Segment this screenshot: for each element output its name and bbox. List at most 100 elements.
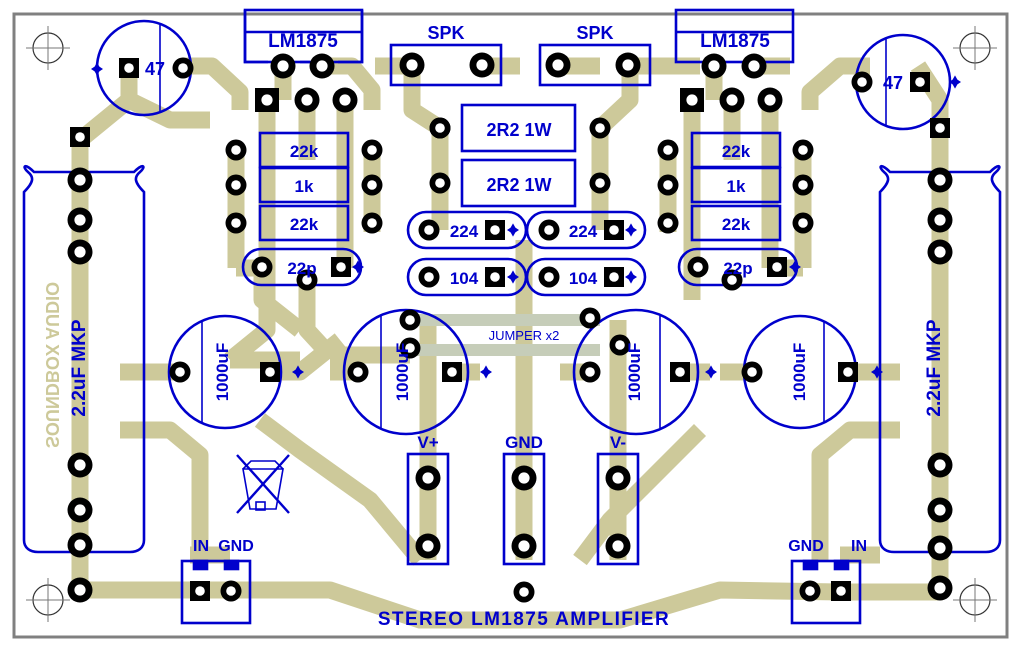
pad-22k-r2-b — [792, 212, 814, 234]
connector-outline-input-left — [180, 559, 252, 625]
pad-lm1875-left-4 — [294, 87, 320, 113]
cap-outline-1000uf-2 — [342, 308, 470, 436]
pad-lm1875-left-3 — [255, 88, 279, 112]
pad-22p-right-a — [687, 256, 709, 278]
spk-outline-right — [538, 43, 652, 87]
spk-label-right: SPK — [576, 23, 613, 43]
pad-22p-left-b — [331, 257, 351, 277]
pad-1k-l-a — [225, 174, 247, 196]
pad-22k-l1-b — [361, 139, 383, 161]
cap-label-mkp-right: 2.2uF MKP — [924, 319, 945, 416]
cap-label-1000uf-3: 1000uF — [625, 343, 644, 402]
cap-label-224-b: 224 — [569, 222, 598, 241]
pad-mkp-left-7 — [67, 577, 93, 603]
ic-label-lm1875-left: LM1875 — [268, 31, 338, 52]
connector-label-input-right-gnd: GND — [788, 538, 824, 555]
pad-mkp-left-top — [70, 127, 90, 147]
pad-22k-l2-a — [225, 212, 247, 234]
resistor-label-22k-l2: 22k — [290, 215, 319, 234]
terminal-outline-gnd — [502, 452, 546, 566]
pad-jumper-2a — [579, 307, 601, 329]
cap-outline-mkp-left — [22, 164, 146, 554]
pad-47-left-plus — [119, 58, 139, 78]
pad-1000uf-2-plus — [442, 362, 462, 382]
power-terminal-vplus[interactable] — [408, 454, 448, 564]
pad-2r2-bottom-b — [589, 172, 611, 194]
pad-mkp-right-2 — [927, 207, 953, 233]
pad-224-a-1 — [418, 219, 440, 241]
pad-mkp-left-6 — [67, 532, 93, 558]
connector-label-input-left-gnd: GND — [218, 538, 254, 555]
resistor-outline-1k-r — [690, 166, 782, 204]
resistor-label-22k-r2: 22k — [722, 215, 751, 234]
spk-terminal-right[interactable] — [540, 45, 650, 85]
power-terminal-vminus[interactable] — [598, 454, 638, 564]
connector-label-input-left-in: IN — [193, 538, 209, 555]
pad-1000uf-3-minus — [579, 361, 601, 383]
pad-22k-r2-a — [657, 212, 679, 234]
cap-label-22p-right: 22p — [723, 259, 752, 278]
connector-label-input-right-in: IN — [851, 538, 867, 555]
resistor-outline-1k-l — [258, 166, 350, 204]
terminal-label-gnd: GND — [505, 433, 543, 452]
terminal-label-vplus: V+ — [417, 433, 438, 452]
ic-lm1875-right[interactable] — [676, 10, 793, 62]
cap-outline-224-b — [525, 210, 647, 250]
pad-224-a-2 — [485, 220, 505, 240]
silkscreen-text-layer: LM1875 LM1875 SPK SPK 2R2 1W 2R2 1W 22k … — [69, 23, 945, 630]
pad-47-right-minus — [851, 71, 873, 93]
pad-mkp-left-1 — [67, 167, 93, 193]
spk-label-left: SPK — [427, 23, 464, 43]
pad-mkp-left-5 — [67, 497, 93, 523]
pad-22k-r1-b — [792, 139, 814, 161]
pad-1k-r-b — [792, 174, 814, 196]
resistor-outline-2r2-top — [460, 103, 577, 153]
pad-1000uf-3-plus — [670, 362, 690, 382]
pad-1000uf-1-minus — [169, 361, 191, 383]
pad-lm1875-right-3 — [680, 88, 704, 112]
input-connector-left[interactable] — [182, 561, 250, 623]
resistor-label-1k-l: 1k — [295, 177, 314, 196]
input-connector-right[interactable] — [792, 561, 860, 623]
ic-label-lm1875-right: LM1875 — [700, 31, 770, 52]
pad-mkp-right-top — [930, 118, 950, 138]
resistor-outline-22k-r2 — [690, 204, 782, 242]
resistor-outline-2r2-bottom — [460, 158, 577, 208]
ic-outline-lm1875-left — [243, 8, 364, 64]
brand-label: SOUNDBOX AUDIO — [42, 282, 62, 448]
pad-47-right-plus — [910, 72, 930, 92]
cap-outline-mkp-right — [878, 164, 1002, 554]
pad-mkp-right-5 — [927, 497, 953, 523]
pad-mkp-right-3 — [927, 239, 953, 265]
cap-label-1000uf-2: 1000uF — [393, 343, 412, 402]
cap-outline-1000uf-1 — [167, 314, 283, 430]
terminal-outline-vplus — [406, 452, 450, 566]
pad-jumper-1a — [399, 309, 421, 331]
pad-mkp-right-1 — [927, 167, 953, 193]
pad-lm1875-right-4 — [719, 87, 745, 113]
pad-1000uf-1-plus — [260, 362, 280, 382]
weee-bin-icon — [236, 454, 290, 514]
pad-22p-right-b — [767, 257, 787, 277]
cap-label-22p-left: 22p — [287, 259, 316, 278]
jumper-traces — [412, 314, 600, 356]
pad-mkp-right-4 — [927, 452, 953, 478]
pad-104-b-1 — [538, 266, 560, 288]
power-terminal-gnd[interactable] — [504, 454, 544, 564]
ic-outline-lm1875-right — [674, 8, 795, 64]
resistor-label-1k-r: 1k — [727, 177, 746, 196]
resistor-label-22k-r1: 22k — [722, 142, 751, 161]
pad-1k-r-a — [657, 174, 679, 196]
cap-label-104-a: 104 — [450, 269, 479, 288]
pad-104-a-2 — [485, 267, 505, 287]
spk-terminal-left[interactable] — [391, 45, 501, 85]
cap-outline-1000uf-3 — [572, 308, 700, 436]
pad-via-c1 — [429, 117, 451, 139]
cap-label-1000uf-4: 1000uF — [790, 343, 809, 402]
resistor-outline-22k-l2 — [258, 204, 350, 242]
ic-lm1875-left[interactable] — [245, 10, 362, 62]
cap-label-1000uf-1: 1000uF — [213, 343, 232, 402]
jumper-note: JUMPER x2 — [489, 328, 560, 343]
